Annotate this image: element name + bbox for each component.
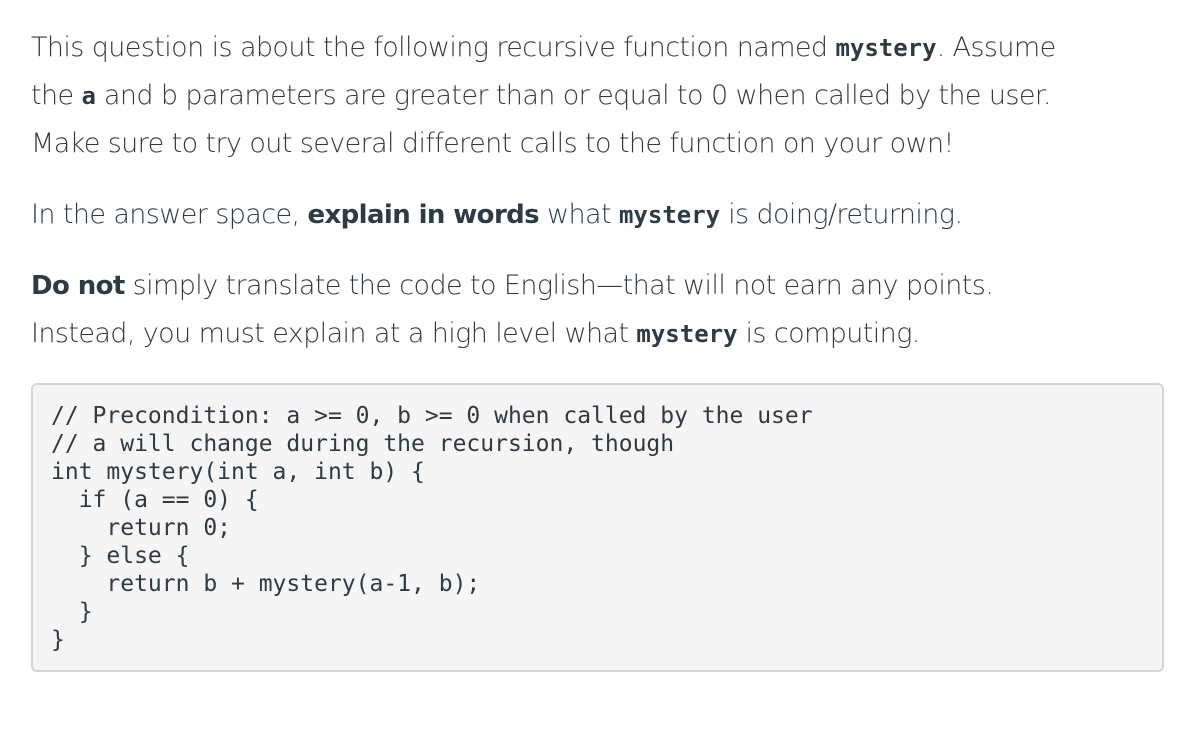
instruction-text-3: is doing/returning.: [720, 199, 963, 230]
instruction-paragraph: In the answer space, explain in words wh…: [31, 191, 1167, 239]
code-line: }: [51, 627, 65, 653]
code-line: return b + mystery(a-1, b);: [51, 571, 481, 597]
code-block: // Precondition: a >= 0, b >= 0 when cal…: [31, 383, 1164, 672]
code-line: int mystery(int a, int b) {: [51, 459, 425, 485]
do-not-emphasis: Do not: [31, 271, 125, 301]
mystery-code-term: mystery: [618, 201, 721, 229]
instruction-text-2: what: [539, 199, 619, 230]
code-line: // Precondition: a >= 0, b >= 0 when cal…: [51, 403, 813, 429]
mystery-code-term: mystery: [835, 34, 937, 62]
question-content: This question is about the following rec…: [31, 24, 1167, 358]
intro-text-4: and b parameters are greater than or equ…: [95, 80, 1052, 111]
warning-text-3: is computing.: [737, 318, 921, 349]
intro-text-2: . Assume: [936, 32, 1057, 63]
code-line: // a will change during the recursion, t…: [51, 431, 675, 457]
intro-text-5: Make sure to try out several different c…: [31, 128, 954, 159]
code-line: } else {: [51, 543, 190, 569]
mystery-code-term: mystery: [636, 320, 738, 348]
intro-text-3: the: [31, 80, 82, 111]
param-a-code-term: a: [81, 82, 96, 110]
instruction-text-1: In the answer space,: [31, 199, 308, 230]
intro-paragraph: This question is about the following rec…: [31, 24, 1167, 168]
warning-text-1: simply translate the code to English—tha…: [124, 270, 994, 301]
warning-text-2: Instead, you must explain at a high leve…: [31, 318, 637, 349]
code-line: if (a == 0) {: [51, 487, 259, 513]
code-line: }: [51, 599, 93, 625]
explain-in-words-emphasis: explain in words: [307, 200, 540, 230]
code-line: return 0;: [51, 515, 232, 541]
warning-paragraph: Do not simply translate the code to Engl…: [31, 262, 1167, 358]
intro-text-1: This question is about the following rec…: [31, 32, 836, 63]
